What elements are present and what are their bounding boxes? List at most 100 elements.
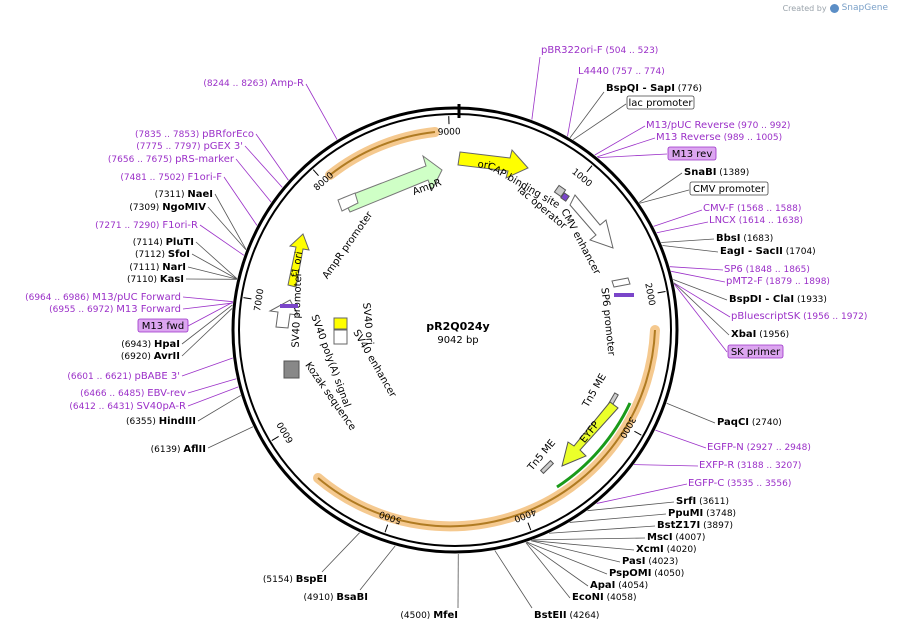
primer-cmv-f[interactable]: CMV-F (1568 .. 1588) xyxy=(703,203,801,214)
leader-lines xyxy=(181,56,731,609)
site-hpai[interactable]: (6943) HpaI xyxy=(121,339,180,350)
box-sk-primer[interactable]: SK primer xyxy=(727,344,784,359)
site-paqci[interactable]: PaqCI (2740) xyxy=(717,417,782,428)
primer-range: (757 .. 774) xyxy=(609,67,665,77)
site-pos: (4500) xyxy=(400,611,433,621)
primer-m13-forward[interactable]: (6955 .. 6972) M13 Forward xyxy=(49,304,181,315)
box-m13-fwd[interactable]: M13 fwd xyxy=(137,318,189,333)
primer-egfp-c[interactable]: EGFP-C (3535 .. 3556) xyxy=(688,478,791,489)
site-name: XcmI xyxy=(636,544,664,555)
site-msci[interactable]: MscI (4007) xyxy=(647,532,705,543)
primer-sp6[interactable]: SP6 (1848 .. 1865) xyxy=(724,264,810,275)
site-kasi[interactable]: (7110) KasI xyxy=(127,274,184,285)
leader-line xyxy=(655,429,707,449)
primer-ebv-rev[interactable]: (6466 .. 6485) EBV-rev xyxy=(80,388,186,399)
svg-text:(5154) BspEI: (5154) BspEI xyxy=(263,574,327,585)
leader-line xyxy=(634,464,699,467)
site-avrii[interactable]: (6920) AvrII xyxy=(121,351,180,362)
site-sfoi[interactable]: (7112) SfoI xyxy=(135,249,190,260)
site-name: MscI xyxy=(647,532,673,543)
tick-label-1000: 1000 xyxy=(569,167,593,190)
svg-text:(6601 .. 6621) pBABE 3': (6601 .. 6621) pBABE 3' xyxy=(67,371,180,382)
primer-range: (6412 .. 6431) xyxy=(69,402,136,412)
primer-m13-puc-reverse[interactable]: M13/pUC Reverse (970 .. 992) xyxy=(646,120,790,131)
primer-egfp-n[interactable]: EGFP-N (2927 .. 2948) xyxy=(707,442,811,453)
primer-range: (7835 .. 7853) xyxy=(135,130,202,140)
site-xbai[interactable]: XbaI (1956) xyxy=(731,329,789,340)
primer-pbr322ori-f[interactable]: pBR322ori-F (504 .. 523) xyxy=(541,45,658,56)
primer-pgex-3-[interactable]: (7775 .. 7797) pGEX 3' xyxy=(136,141,243,152)
primer-pbluescriptsk[interactable]: pBluescriptSK (1956 .. 1972) xyxy=(731,311,867,322)
site-bspqi[interactable]: BspQI - SapI (776) xyxy=(606,83,702,94)
site-bspdi[interactable]: BspDI - ClaI (1933) xyxy=(729,294,827,305)
site-pspomi[interactable]: PspOMI (4050) xyxy=(609,568,684,579)
tick-label-9000: 9000 xyxy=(438,127,461,138)
svg-text:(6466 .. 6485) EBV-rev: (6466 .. 6485) EBV-rev xyxy=(80,388,186,399)
site-econi[interactable]: EcoNI (4058) xyxy=(572,592,637,603)
site-snabi[interactable]: SnaBI (1389) xyxy=(684,167,749,178)
primer-pbabe-3-[interactable]: (6601 .. 6621) pBABE 3' xyxy=(67,371,180,382)
tick-6000 xyxy=(271,436,279,442)
site-aflii[interactable]: (6139) AflII xyxy=(151,444,206,455)
primer-range: (6466 .. 6485) xyxy=(80,389,147,399)
primer-sv40pa-r[interactable]: (6412 .. 6431) SV40pA-R xyxy=(69,401,186,412)
svg-text:(6943) HpaI: (6943) HpaI xyxy=(121,339,180,350)
site-pos: (3897) xyxy=(700,521,733,531)
primer-prs-marker[interactable]: (7656 .. 7675) pRS-marker xyxy=(108,154,235,165)
primer-pbrforeco[interactable]: (7835 .. 7853) pBRforEco xyxy=(135,129,254,140)
highlight-arcs xyxy=(313,127,660,532)
primer-f1ori-f[interactable]: (7481 .. 7502) F1ori-F xyxy=(120,172,222,183)
leader-line xyxy=(549,525,656,534)
primer-range: (8244 .. 8263) xyxy=(203,79,270,89)
primer-m13-puc-forward[interactable]: (6964 .. 6986) M13/pUC Forward xyxy=(25,292,181,303)
site-mfei[interactable]: (4500) MfeI xyxy=(400,610,458,621)
site-xcmi[interactable]: XcmI (4020) xyxy=(636,544,697,555)
box-m13-rev[interactable]: M13 rev xyxy=(667,146,717,161)
site-apai[interactable]: ApaI (4054) xyxy=(590,580,648,591)
primer-amp-r[interactable]: (8244 .. 8263) Amp-R xyxy=(203,78,304,89)
site-hindiii[interactable]: (6355) HindIII xyxy=(126,416,196,427)
site-pasi[interactable]: PasI (4023) xyxy=(622,556,678,567)
site-bsabi[interactable]: (4910) BsaBI xyxy=(304,592,368,603)
site-ngomiv[interactable]: (7309) NgoMIV xyxy=(129,202,206,213)
leader-line xyxy=(207,426,254,449)
site-eagi[interactable]: EagI - SacII (1704) xyxy=(720,246,816,257)
site-pluti[interactable]: (7114) PluTI xyxy=(133,237,194,248)
leader-line xyxy=(197,395,241,422)
svg-text:BbsI (1683): BbsI (1683) xyxy=(716,233,773,244)
site-ppumi[interactable]: PpuMI (3748) xyxy=(668,508,736,519)
primer-name: CMV-F xyxy=(703,203,734,214)
primer-range: (1568 .. 1588) xyxy=(734,204,801,214)
primer-range: (7481 .. 7502) xyxy=(120,173,187,183)
svg-text:EcoNI (4058): EcoNI (4058) xyxy=(572,592,637,603)
site-pos: (4020) xyxy=(664,545,697,555)
site-srfi[interactable]: SrfI (3611) xyxy=(676,496,729,507)
svg-text:(6139) AflII: (6139) AflII xyxy=(151,444,206,455)
svg-text:(7835 .. 7853) pBRforEco: (7835 .. 7853) pBRforEco xyxy=(135,129,254,140)
site-pos: (4058) xyxy=(604,593,637,603)
site-name: HpaI xyxy=(154,339,180,350)
site-bbsi[interactable]: BbsI (1683) xyxy=(716,233,773,244)
site-naei[interactable]: (7311) NaeI xyxy=(155,189,213,200)
site-nari[interactable]: (7111) NarI xyxy=(129,262,186,273)
leader-line xyxy=(195,241,238,280)
primer-pmt2-f[interactable]: pMT2-F (1879 .. 1898) xyxy=(726,276,830,287)
box-lac-promoter[interactable]: lac promoter xyxy=(626,95,695,110)
leader-line xyxy=(191,253,238,280)
svg-text:(7112) SfoI: (7112) SfoI xyxy=(135,249,190,260)
leader-line xyxy=(638,172,683,203)
primer-lncx[interactable]: LNCX (1614 .. 1638) xyxy=(709,215,803,226)
credit-brand: SnapGene xyxy=(841,3,888,13)
primer-f1ori-r[interactable]: (7271 .. 7290) F1ori-R xyxy=(95,220,198,231)
site-name: SfoI xyxy=(168,249,190,260)
site-bsteii[interactable]: BstEII (4264) xyxy=(534,610,599,621)
primer-m13-reverse[interactable]: M13 Reverse (989 .. 1005) xyxy=(656,132,782,143)
site-bstz17i[interactable]: BstZ17I (3897) xyxy=(657,520,733,531)
site-name: PasI xyxy=(622,556,645,567)
site-bspei[interactable]: (5154) BspEI xyxy=(263,574,327,585)
primer-l4440[interactable]: L4440 (757 .. 774) xyxy=(578,66,665,77)
feature-sv40-ori-box xyxy=(333,317,348,330)
feature-cap-site xyxy=(553,184,567,198)
primer-exfp-r[interactable]: EXFP-R (3188 .. 3207) xyxy=(699,460,801,471)
box-cmv-promoter[interactable]: CMV promoter xyxy=(689,181,769,196)
